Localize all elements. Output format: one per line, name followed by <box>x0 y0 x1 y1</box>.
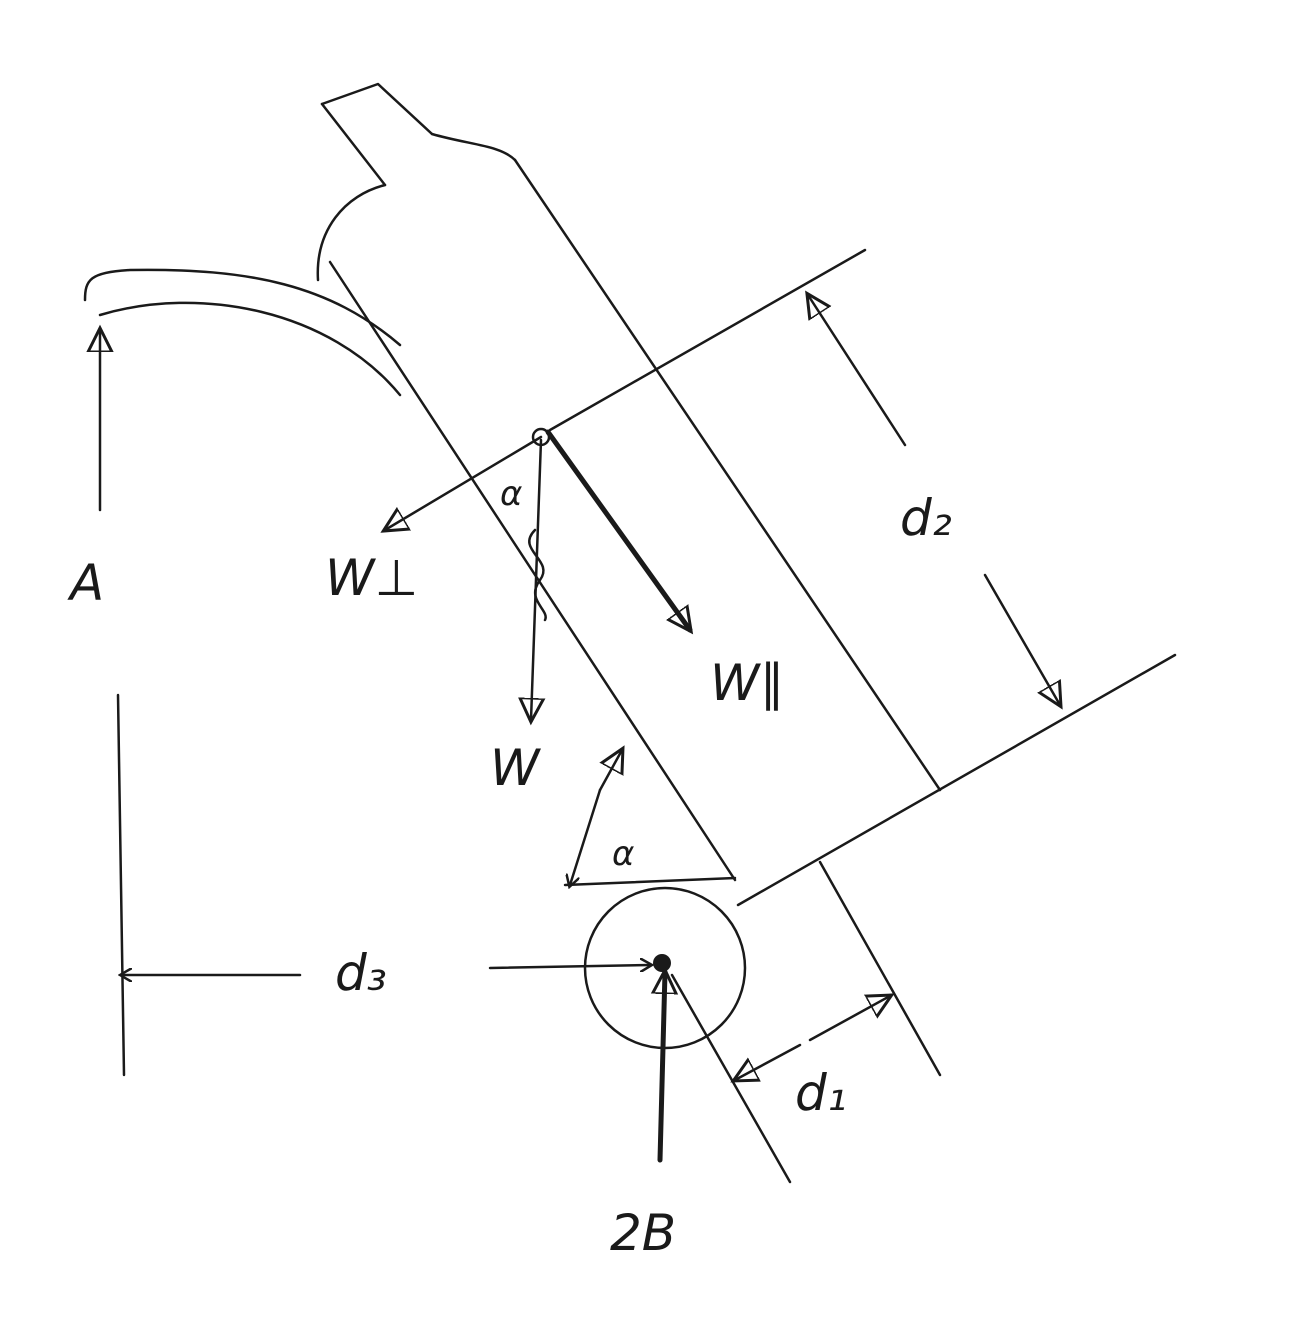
label-alpha-top: α <box>500 474 522 514</box>
label-d3: d₃ <box>335 944 387 1002</box>
d3-arrow-right <box>488 965 650 968</box>
label-d1: d₁ <box>795 1064 847 1122</box>
horizontal-reference <box>563 876 737 887</box>
cylinder-body <box>316 82 942 882</box>
label-2B: 2B <box>610 1204 676 1262</box>
weight-perp-arrow <box>385 435 543 530</box>
label-W-parallel: W∥ <box>710 654 784 712</box>
alpha-arrow-up <box>600 750 622 792</box>
label-A: A <box>67 554 104 612</box>
force-2B-arrow <box>660 972 665 1163</box>
label-W-perp: W⊥ <box>325 549 418 607</box>
label-alpha-bottom: α <box>612 834 634 874</box>
d2-arrow-up <box>808 295 907 447</box>
d2-arrow-down <box>983 573 1060 705</box>
angle-squiggle <box>528 528 547 622</box>
label-d2: d₂ <box>900 489 952 547</box>
hand-truck-frame <box>83 248 1177 1184</box>
alpha-arrow <box>570 788 602 885</box>
weight-W-arrow <box>531 438 541 720</box>
weight-parallel-arrow <box>545 429 690 630</box>
d1-arrow-right <box>808 996 890 1042</box>
reference-line <box>116 693 126 1077</box>
label-W: W <box>490 739 541 797</box>
d1-arrow-left <box>735 1043 802 1080</box>
